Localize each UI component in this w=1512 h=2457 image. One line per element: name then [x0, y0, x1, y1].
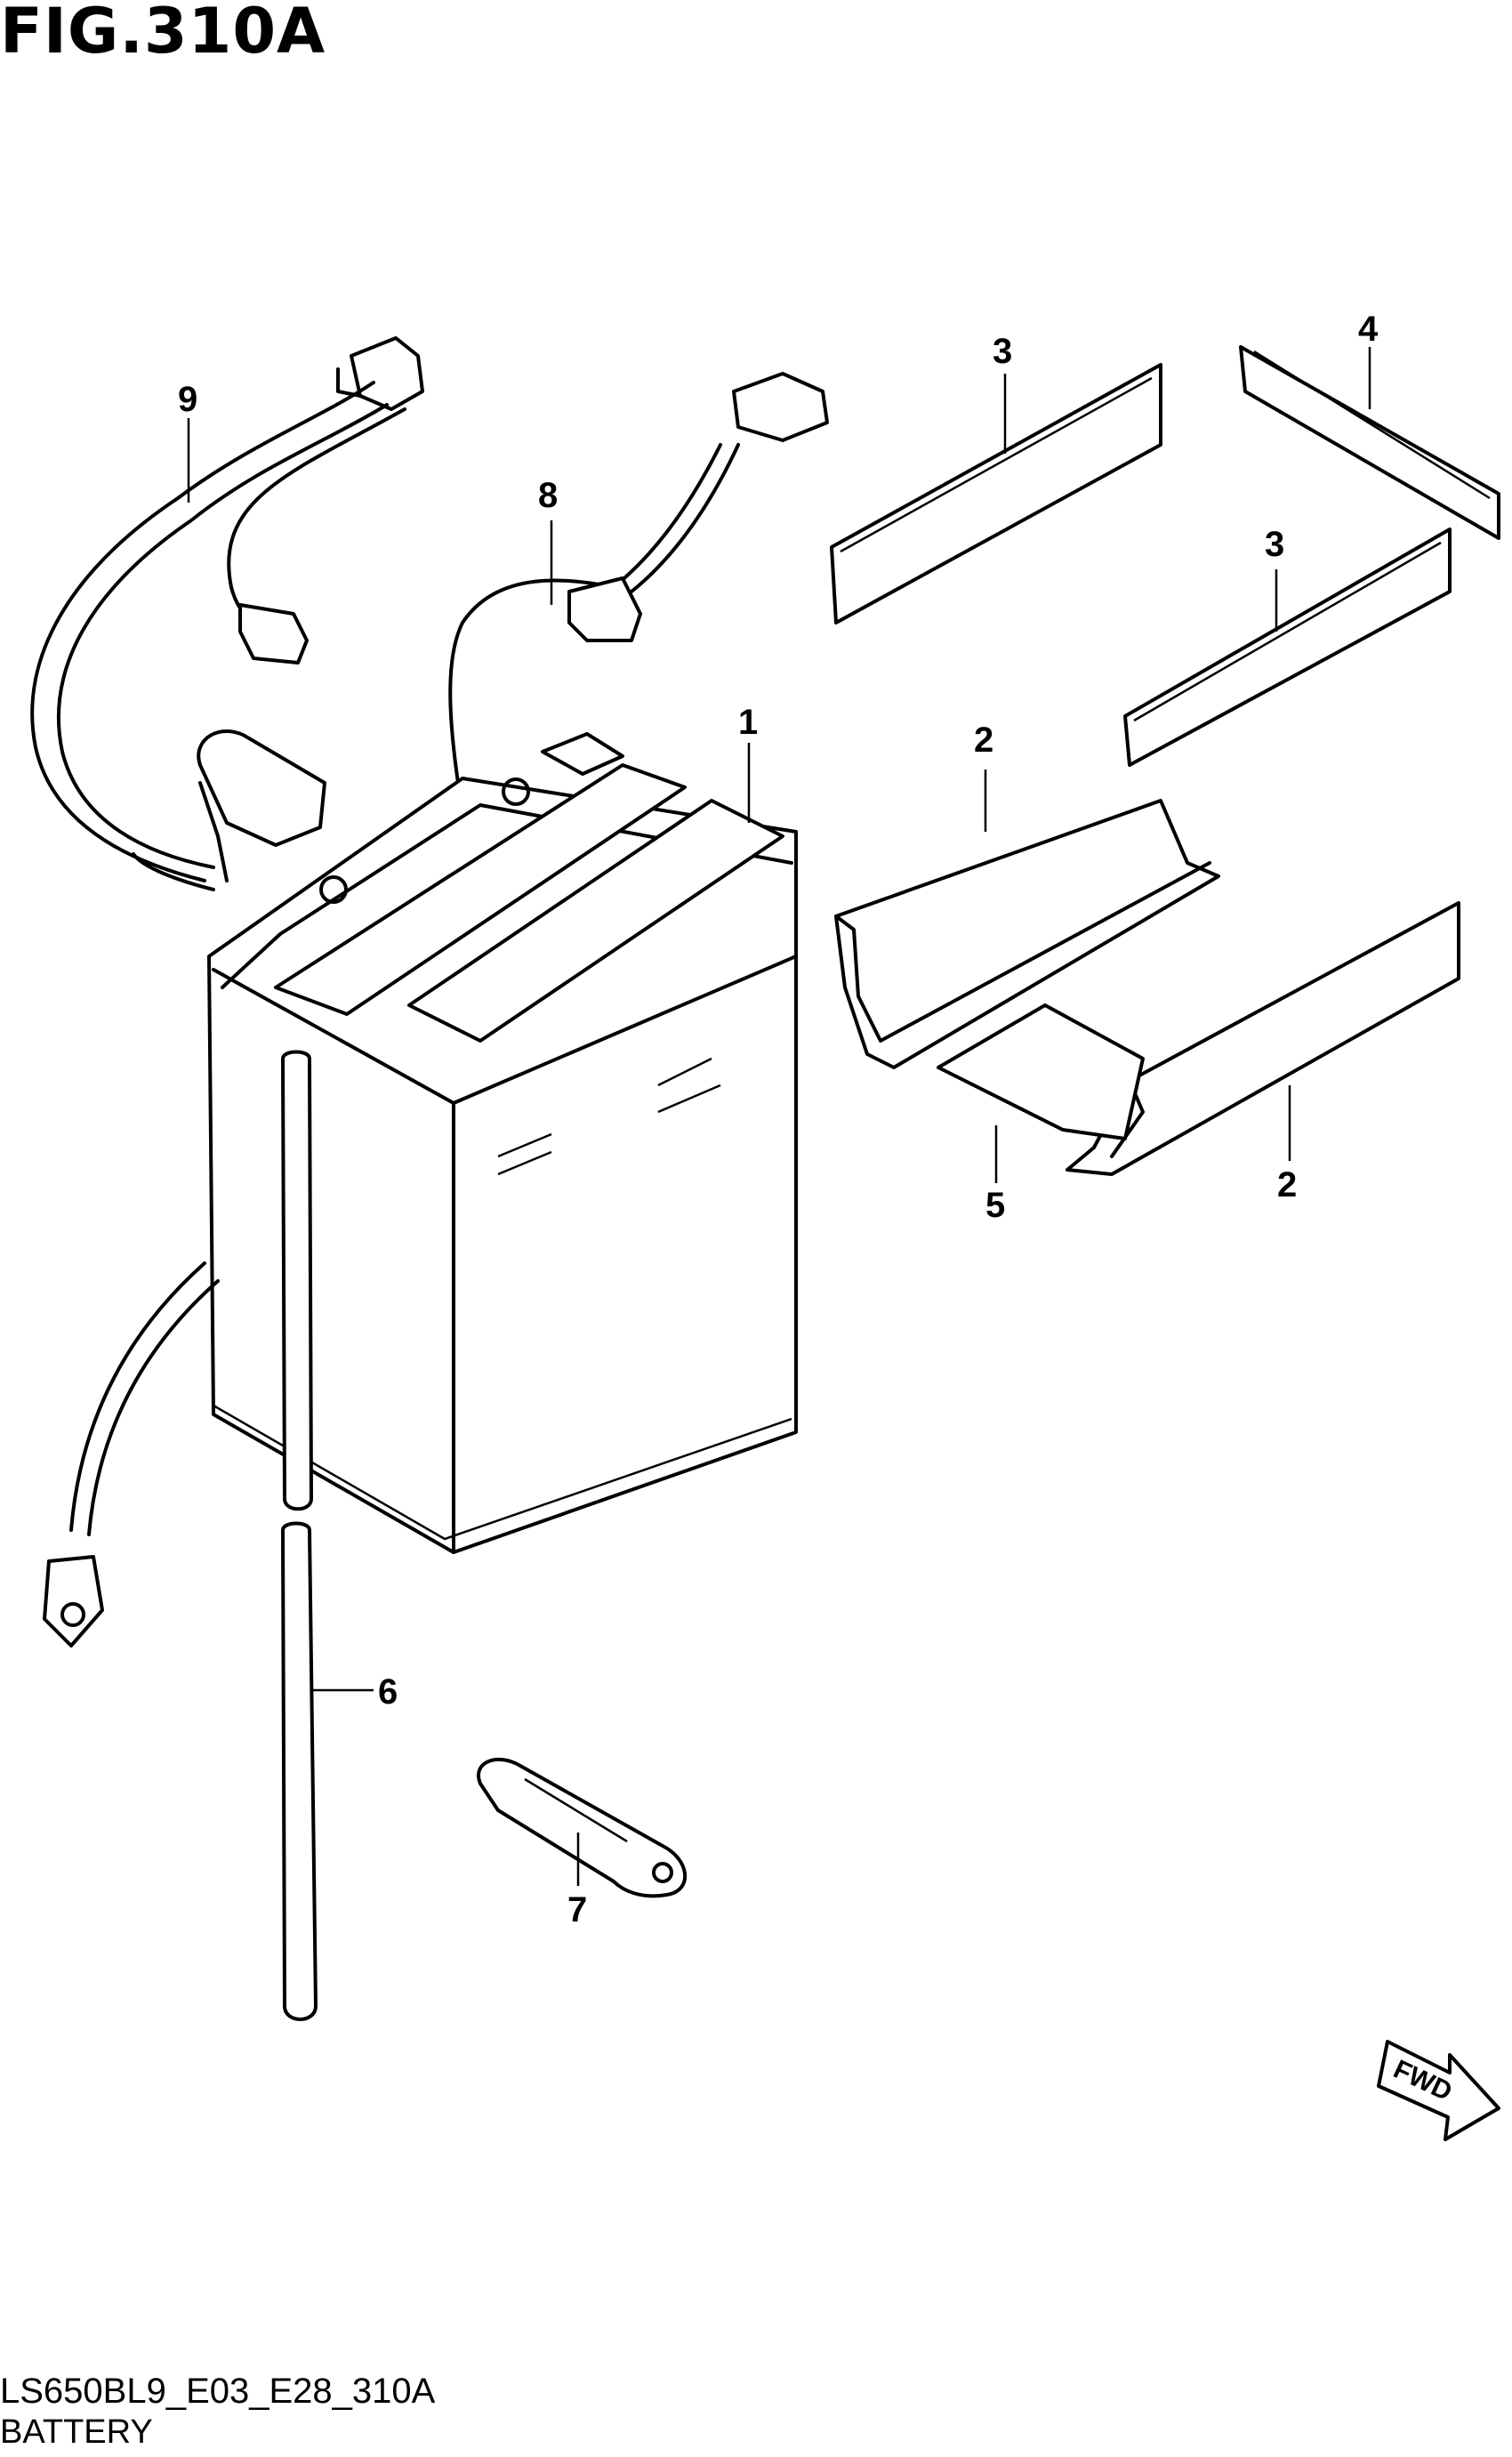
callout-9: 9 [178, 380, 197, 419]
diagram-name: BATTERY [0, 2413, 153, 2451]
battery-1 [207, 732, 798, 1554]
diagram-code: LS650BL9_E03_E28_310A [0, 2372, 436, 2411]
callout-2-lower: 2 [1277, 1165, 1297, 1204]
pad-3-upper [830, 363, 1162, 624]
callout-6: 6 [378, 1672, 398, 1712]
figure-title: FIG.310A [0, 0, 326, 68]
callout-7: 7 [567, 1890, 587, 1929]
pad-3-lower [1123, 528, 1452, 767]
negative-lead [43, 1261, 220, 1647]
pad-4 [1239, 345, 1500, 540]
callout-8: 8 [538, 476, 558, 515]
callout-1: 1 [738, 703, 758, 742]
callout-4: 4 [1358, 310, 1379, 349]
bracket-7 [477, 1757, 687, 1898]
callout-3-upper: 3 [993, 332, 1012, 371]
vent-tube-6 [281, 1050, 374, 2021]
rail-2-upper [834, 799, 1220, 1069]
callout-3-lower: 3 [1265, 525, 1284, 564]
leader-lines [187, 347, 1371, 1183]
callout-5: 5 [985, 1186, 1005, 1225]
callouts: 9 8 1 2 2 3 3 4 5 6 7 [178, 310, 1379, 1929]
callout-2-upper: 2 [974, 721, 993, 760]
battery-cable-9 [30, 336, 424, 891]
fwd-arrow-icon: FWD [1377, 2040, 1500, 2141]
plate-5 [937, 1003, 1145, 1140]
sensor-harness-8 [448, 372, 829, 785]
